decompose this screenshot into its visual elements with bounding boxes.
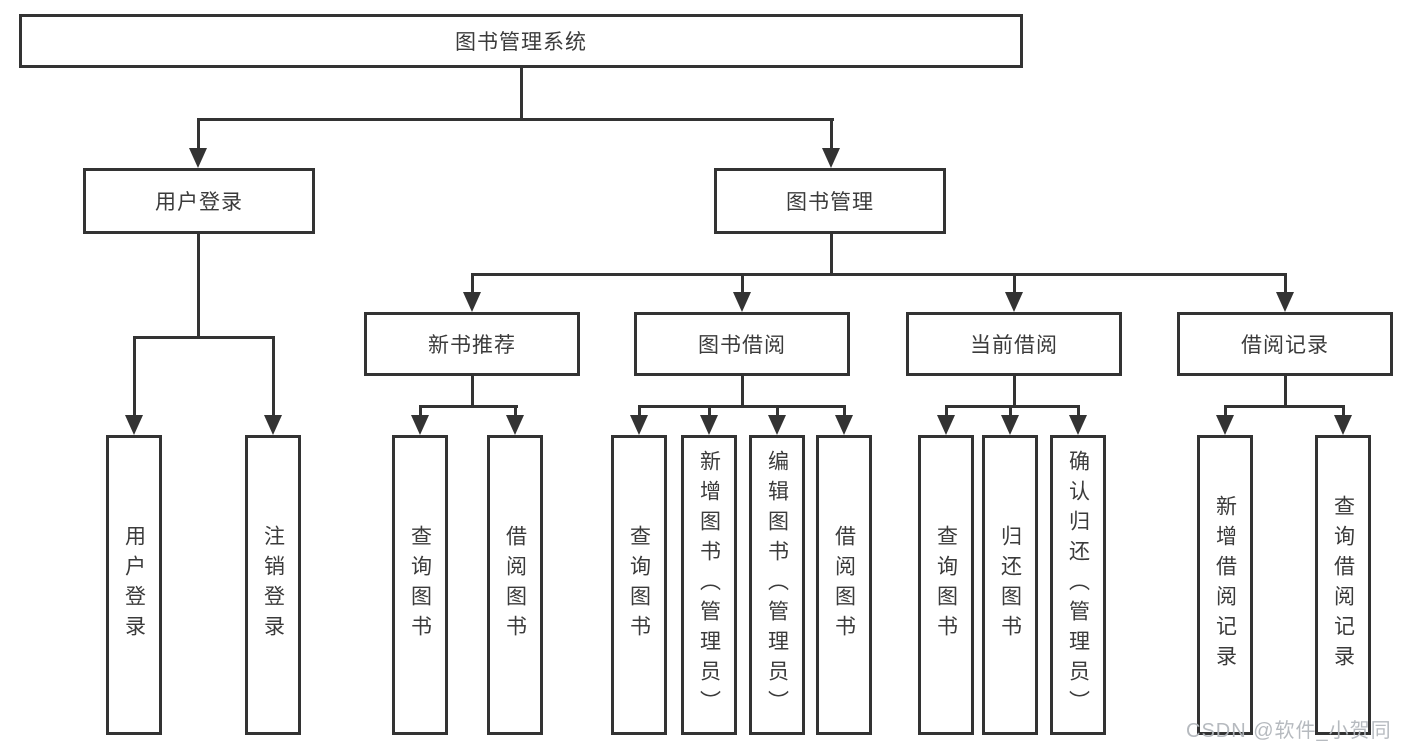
connector-line: [741, 376, 744, 407]
leaf-query-books-1-label: 查询图书: [408, 525, 432, 645]
connector-line: [1224, 405, 1344, 408]
leaf-logout-label: 注销登录: [261, 525, 285, 645]
leaf-edit-books-admin-label: 编辑图书（管理员）: [765, 450, 789, 720]
connector-line: [133, 336, 275, 339]
connector-line: [1284, 376, 1287, 407]
leaf-query-books-1: 查询图书: [392, 435, 448, 735]
leaf-return-books-label: 归还图书: [998, 525, 1022, 645]
connector-line: [945, 405, 948, 417]
node-user-login: 用户登录: [83, 168, 315, 234]
node-new-book-rec-label: 新书推荐: [428, 334, 516, 357]
leaf-borrow-books-2: 借阅图书: [816, 435, 872, 735]
leaf-logout: 注销登录: [245, 435, 301, 735]
arrow-down-icon: [1005, 292, 1023, 312]
arrow-down-icon: [189, 148, 207, 168]
connector-line: [514, 405, 517, 417]
connector-line: [419, 405, 422, 417]
leaf-return-books: 归还图书: [982, 435, 1038, 735]
connector-line: [638, 405, 641, 417]
arrow-down-icon: [630, 415, 648, 435]
watermark: CSDN @软件_小贺同学: [1186, 720, 1392, 742]
leaf-query-books-3: 查询图书: [918, 435, 974, 735]
connector-line: [197, 118, 834, 121]
connector-line: [133, 336, 136, 417]
arrow-down-icon: [506, 415, 524, 435]
leaf-borrow-books-1-label: 借阅图书: [503, 525, 527, 645]
node-current-borrow: 当前借阅: [906, 312, 1122, 376]
arrow-down-icon: [822, 148, 840, 168]
node-book-borrow: 图书借阅: [634, 312, 850, 376]
leaf-add-books-admin: 新增图书（管理员）: [681, 435, 737, 735]
arrow-down-icon: [1001, 415, 1019, 435]
connector-line: [830, 118, 833, 152]
connector-line: [638, 405, 846, 408]
node-book-borrow-label: 图书借阅: [698, 334, 786, 357]
connector-line: [741, 273, 744, 294]
leaf-query-books-2-label: 查询图书: [627, 525, 651, 645]
connector-line: [945, 405, 1079, 408]
node-current-borrow-label: 当前借阅: [970, 334, 1058, 357]
node-user-login-label: 用户登录: [155, 191, 243, 214]
leaf-borrow-books-1: 借阅图书: [487, 435, 543, 735]
connector-line: [197, 118, 200, 152]
connector-line: [1284, 273, 1287, 294]
leaf-query-borrow-record-label: 查询借阅记录: [1331, 495, 1355, 675]
arrow-down-icon: [1216, 415, 1234, 435]
leaf-user-login-label: 用户登录: [122, 525, 146, 645]
connector-line: [197, 234, 200, 338]
arrow-down-icon: [463, 292, 481, 312]
connector-line: [520, 66, 523, 120]
connector-line: [843, 405, 846, 417]
node-borrow-records: 借阅记录: [1177, 312, 1393, 376]
arrow-down-icon: [700, 415, 718, 435]
node-book-mgmt: 图书管理: [714, 168, 946, 234]
leaf-query-borrow-record: 查询借阅记录: [1315, 435, 1371, 735]
arrow-down-icon: [125, 415, 143, 435]
arrow-down-icon: [1069, 415, 1087, 435]
leaf-add-books-admin-label: 新增图书（管理员）: [697, 450, 721, 720]
arrow-down-icon: [1334, 415, 1352, 435]
connector-line: [1009, 405, 1012, 417]
connector-line: [419, 405, 518, 408]
connector-line: [471, 273, 474, 294]
connector-line: [272, 336, 275, 417]
leaf-query-books-3-label: 查询图书: [934, 525, 958, 645]
connector-line: [1077, 405, 1080, 417]
leaf-confirm-return-admin: 确认归还（管理员）: [1050, 435, 1106, 735]
arrow-down-icon: [1276, 292, 1294, 312]
arrow-down-icon: [411, 415, 429, 435]
leaf-add-borrow-record: 新增借阅记录: [1197, 435, 1253, 735]
connector-line: [776, 405, 779, 417]
leaf-borrow-books-2-label: 借阅图书: [832, 525, 856, 645]
node-borrow-records-label: 借阅记录: [1241, 334, 1329, 357]
arrow-down-icon: [835, 415, 853, 435]
leaf-confirm-return-admin-label: 确认归还（管理员）: [1066, 450, 1090, 720]
connector-line: [471, 376, 474, 407]
connector-line: [1013, 273, 1016, 294]
node-new-book-rec: 新书推荐: [364, 312, 580, 376]
node-book-mgmt-label: 图书管理: [786, 191, 874, 214]
connector-line: [1013, 376, 1016, 407]
leaf-edit-books-admin: 编辑图书（管理员）: [749, 435, 805, 735]
arrow-down-icon: [733, 292, 751, 312]
arrow-down-icon: [768, 415, 786, 435]
connector-line: [1224, 405, 1227, 417]
node-root-label: 图书管理系统: [455, 31, 587, 54]
leaf-add-borrow-record-label: 新增借阅记录: [1213, 495, 1237, 675]
connector-line: [471, 273, 1287, 276]
leaf-query-books-2: 查询图书: [611, 435, 667, 735]
arrow-down-icon: [264, 415, 282, 435]
node-root: 图书管理系统: [19, 14, 1023, 68]
connector-line: [708, 405, 711, 417]
connector-line: [1342, 405, 1345, 417]
leaf-user-login: 用户登录: [106, 435, 162, 735]
arrow-down-icon: [937, 415, 955, 435]
connector-line: [830, 234, 833, 276]
